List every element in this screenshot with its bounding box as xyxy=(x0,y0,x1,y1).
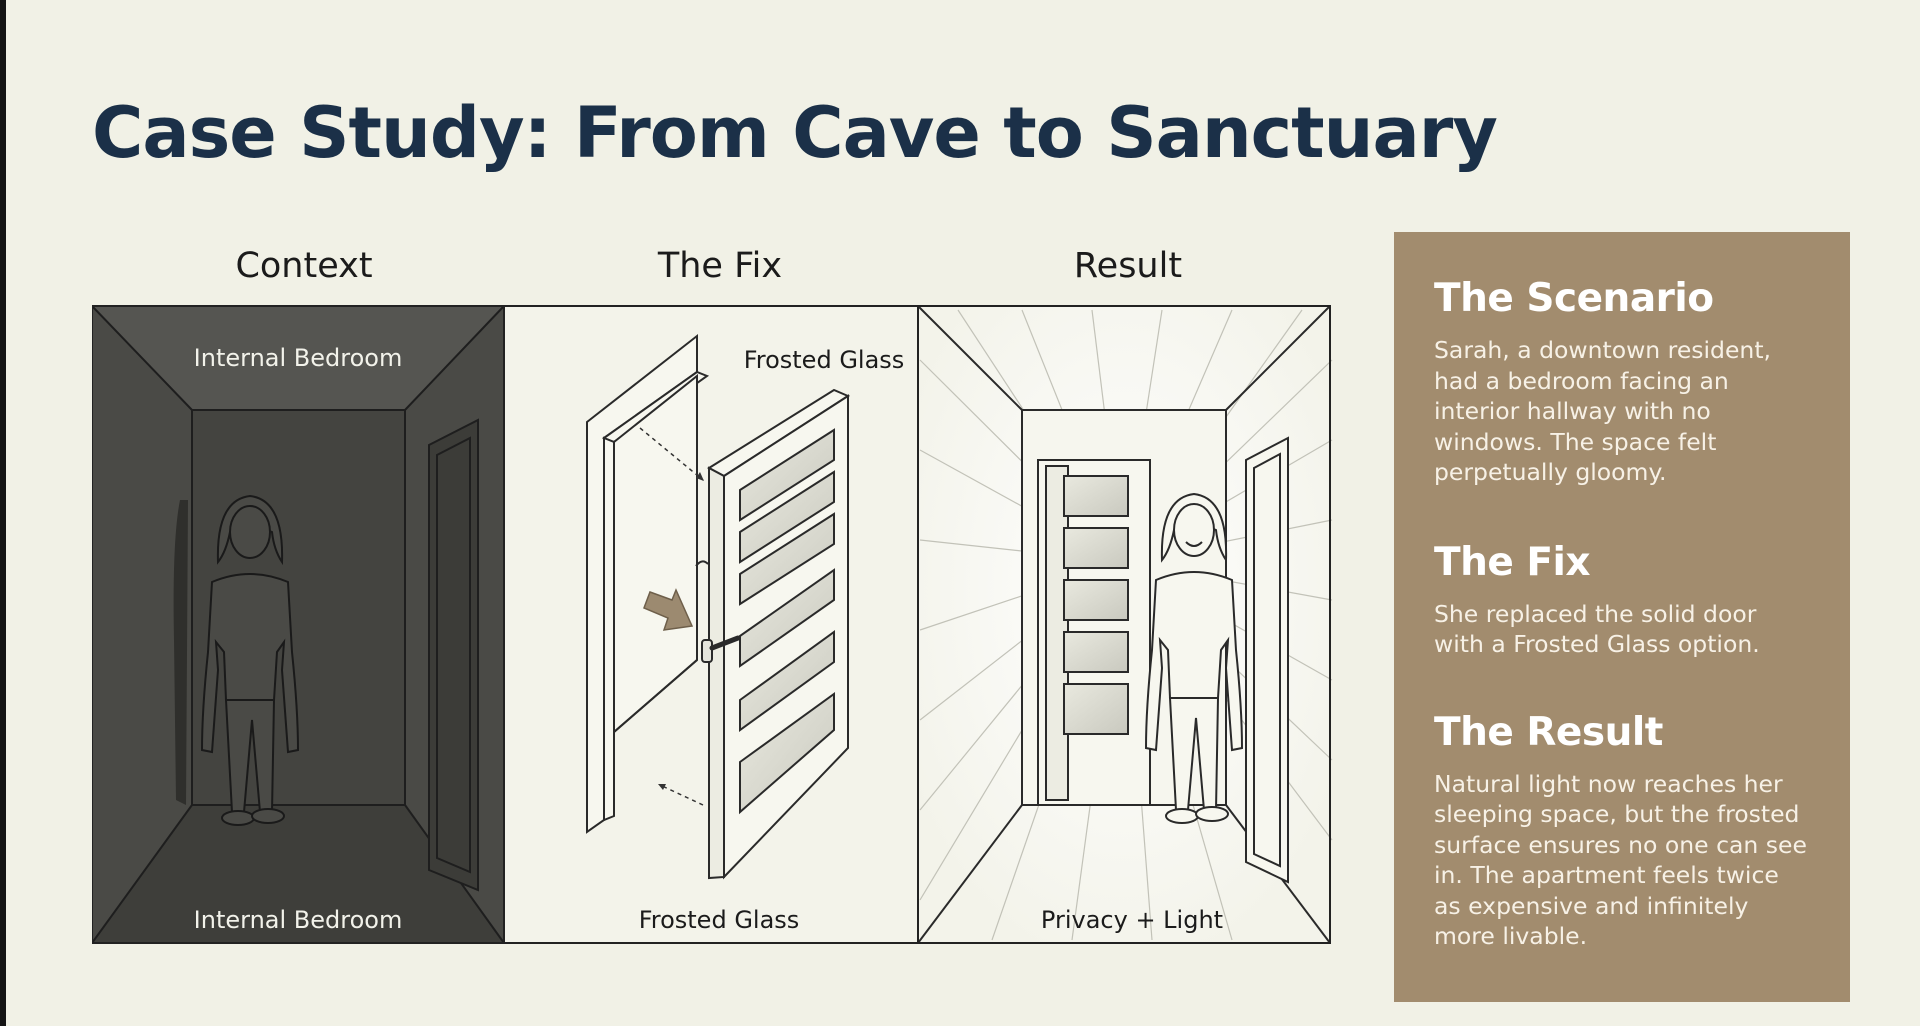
slide-title: Case Study: From Cave to Sanctuary xyxy=(92,92,1498,174)
arrow-icon xyxy=(643,588,694,631)
fix-top-label: Frosted Glass xyxy=(744,346,905,374)
door-icon xyxy=(428,418,479,892)
door-frame-icon xyxy=(586,333,710,834)
result-section: The Result Natural light now reaches her… xyxy=(1434,710,1812,952)
scenario-section: The Scenario Sarah, a downtown resident,… xyxy=(1434,276,1812,488)
person-icon xyxy=(1144,492,1244,824)
result-bottom-label: Privacy + Light xyxy=(1041,906,1223,934)
context-panel xyxy=(92,305,505,944)
person-icon xyxy=(200,494,300,826)
door-icon xyxy=(1245,436,1289,884)
illustration-panels: Internal Bedroom Internal Bedroom Froste… xyxy=(92,305,1333,944)
fix-section: The Fix She replaced the solid door with… xyxy=(1434,540,1812,660)
fix-panel xyxy=(503,305,919,944)
column-heading-result: Result xyxy=(1073,246,1183,286)
context-top-label: Internal Bedroom xyxy=(194,344,403,372)
result-body: Natural light now reaches her sleeping s… xyxy=(1434,769,1807,951)
column-heading-fix: The Fix xyxy=(657,246,783,286)
fix-heading: The Fix xyxy=(1434,539,1591,585)
context-bottom-label: Internal Bedroom xyxy=(194,906,403,934)
case-study-sidebar: The Scenario Sarah, a downtown resident,… xyxy=(1394,232,1850,1002)
slide: Case Study: From Cave to Sanctuary Conte… xyxy=(6,0,1920,1026)
frosted-door-icon xyxy=(695,388,851,880)
result-panel xyxy=(917,305,1333,944)
result-heading: The Result xyxy=(1434,709,1663,755)
fix-body: She replaced the solid door with a Frost… xyxy=(1434,599,1760,659)
scenario-heading: The Scenario xyxy=(1434,276,1714,321)
scenario-body: Sarah, a downtown resident, had a bedroo… xyxy=(1434,336,1771,486)
frosted-door-icon xyxy=(1037,459,1151,806)
fix-bottom-label: Frosted Glass xyxy=(639,906,800,934)
column-heading-context: Context xyxy=(235,246,373,286)
